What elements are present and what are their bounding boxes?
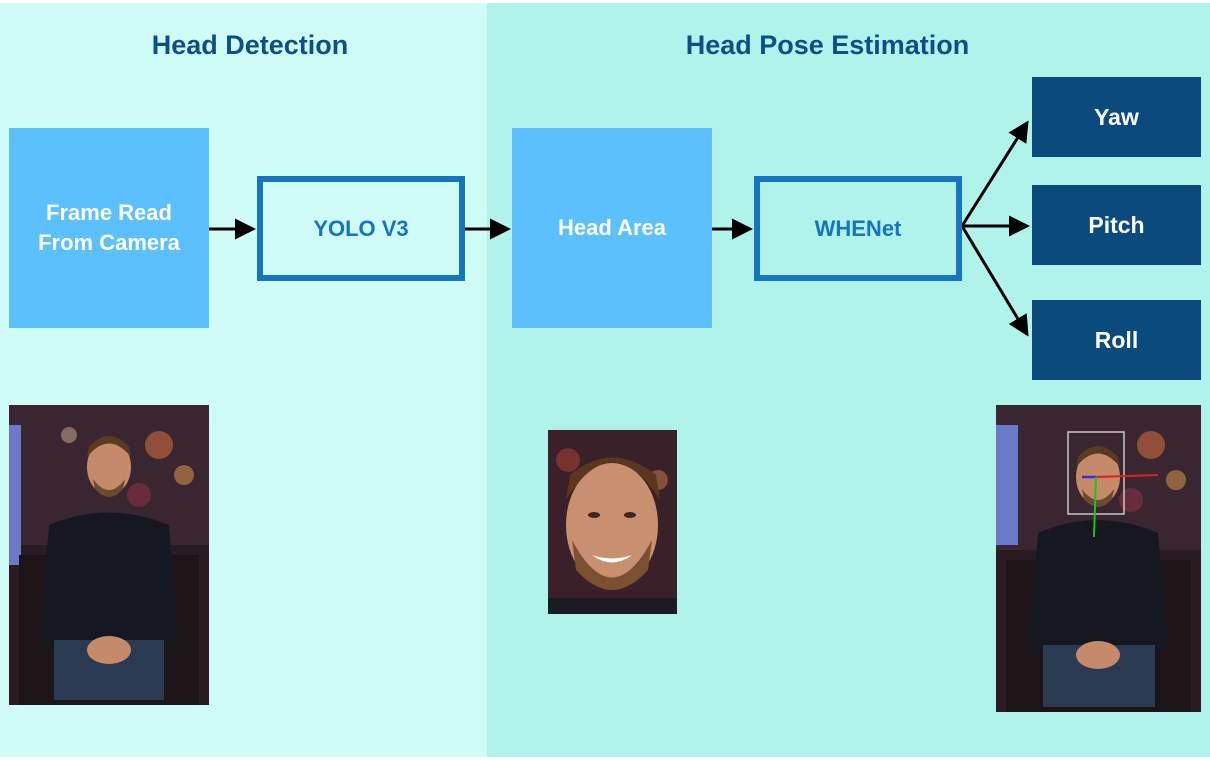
yolo-v3-node: YOLO V3: [257, 176, 465, 281]
arrow-whenet-to-roll: [960, 225, 1029, 337]
roll-label: Roll: [1094, 327, 1139, 353]
roll-node: Roll: [1032, 300, 1201, 380]
frame-read-node: Frame Read From Camera: [9, 128, 209, 328]
yaw-node: Yaw: [1032, 77, 1201, 157]
whenet-node: WHENet: [754, 176, 962, 281]
head-area-label: Head Area: [557, 215, 666, 240]
head-crop-photo: [548, 430, 677, 614]
head-detection-title: Head Detection: [151, 30, 349, 60]
head-area-node: Head Area: [512, 128, 712, 328]
whenet-label: WHENet: [814, 215, 902, 241]
pitch-label: Pitch: [1088, 212, 1145, 238]
yaw-label: Yaw: [1094, 104, 1139, 130]
yolo-v3-label: YOLO V3: [313, 215, 409, 241]
frame-read-label: Frame Read From Camera: [38, 200, 180, 255]
person-seated-photo: [9, 405, 209, 705]
pose-annotated-photo: [996, 405, 1201, 712]
arrow-whenet-to-yaw: [960, 120, 1029, 227]
head-pose-estimation-title: Head Pose Estimation: [685, 30, 970, 60]
pitch-node: Pitch: [1032, 185, 1201, 265]
